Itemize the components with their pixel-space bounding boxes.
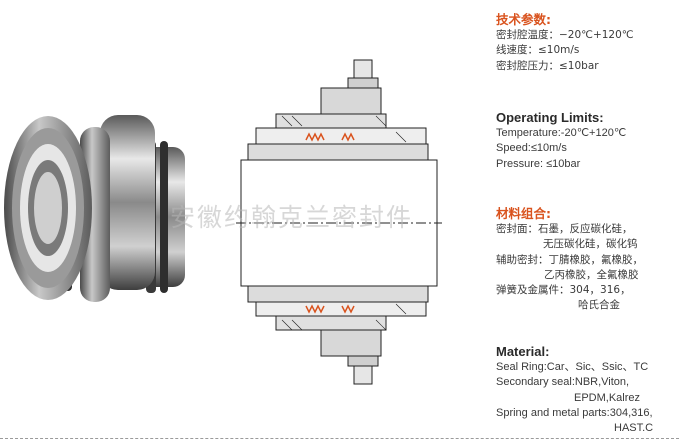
technical-parameters-cn: 技术参数: 密封腔温度：−20℃+120℃ 线速度：≤10m/s 密封腔压力：≤… — [496, 12, 676, 74]
spec-line: Temperature:-20℃+120℃ — [496, 127, 627, 139]
spec-line: 哈氏合金 — [578, 299, 620, 312]
materials-cn: 材料组合: 密封面：石墨，反应碳化硅， 无压碳化硅，碳化钨 辅助密封：丁腈橡胶，… — [496, 206, 676, 314]
spec-line: Spring and metal parts:304,316, — [496, 406, 653, 419]
section-heading: 技术参数: — [496, 12, 551, 27]
spec-line: 弹簧及金属件：304，316， — [496, 284, 631, 297]
spec-line: Pressure: ≤10bar — [496, 157, 581, 170]
spec-line: Seal Ring:Car、Sic、Ssic、TC — [496, 361, 649, 373]
section-heading: 材料组合: — [496, 206, 551, 221]
spec-line: 线速度：≤10m/s — [496, 44, 580, 57]
material-en: Material: Seal Ring:Car、Sic、Ssic、TC Seco… — [496, 344, 676, 436]
spec-line: Speed:≤10m/s — [496, 142, 567, 155]
cross-section-drawing — [236, 59, 442, 385]
product-photo — [4, 115, 185, 302]
spec-line: 密封腔温度：−20℃+120℃ — [496, 29, 634, 41]
section-heading: Material: — [496, 344, 550, 359]
spec-line: 密封腔压力：≤10bar — [496, 59, 599, 72]
spec-line: Secondary seal:NBR,Viton, — [496, 376, 630, 389]
section-heading: Operating Limits: — [496, 110, 604, 125]
spec-line: 乙丙橡胶，全氟橡胶 — [544, 268, 639, 281]
bottom-divider — [0, 438, 679, 439]
operating-limits-en: Operating Limits: Temperature:-20℃+120℃ … — [496, 110, 676, 172]
spec-line: 无压碳化硅，碳化钨 — [543, 238, 638, 251]
watermark-text: 安徽约翰克兰密封件 — [170, 203, 414, 232]
spec-line: HAST.C — [614, 422, 654, 435]
spec-line: EPDM,Kalrez — [574, 391, 641, 404]
spec-line: 密封面：石墨，反应碳化硅， — [496, 223, 633, 235]
spec-line: 辅助密封：丁腈橡胶，氟橡胶， — [496, 253, 643, 266]
